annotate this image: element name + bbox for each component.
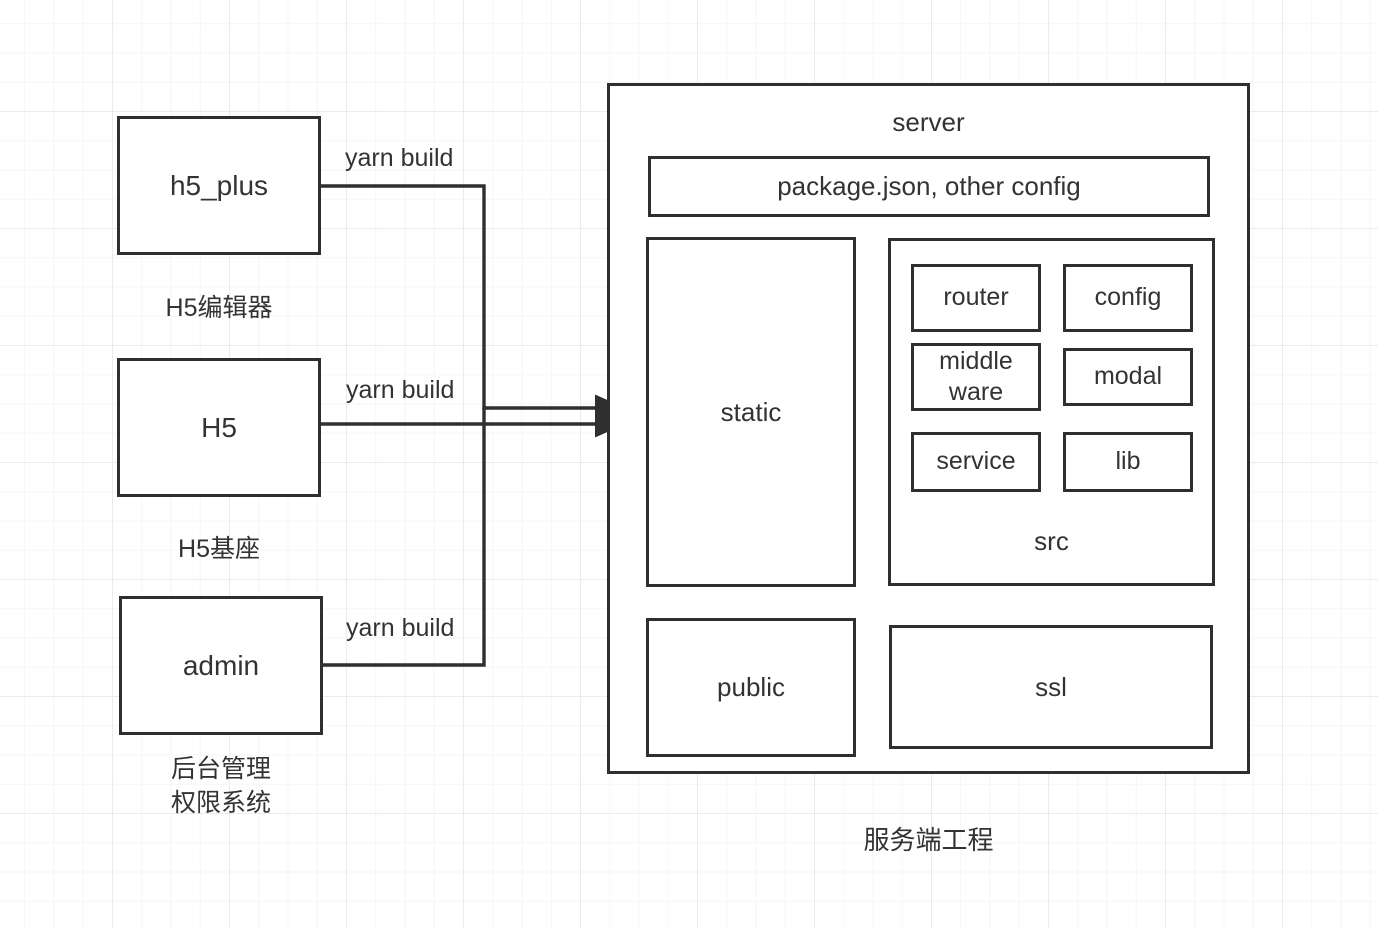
node-admin-label: admin	[182, 650, 260, 681]
src-child-config[interactable]: config	[1063, 264, 1193, 332]
src-child-middleware[interactable]: middle ware	[911, 343, 1041, 411]
caption-server: 服务端工程	[863, 825, 994, 855]
src-title: src	[1034, 525, 1069, 556]
src-child-router-label: router	[943, 283, 1009, 312]
edge-label-admin: yarn build	[346, 614, 455, 642]
package-config-box[interactable]: package.json, other config	[648, 156, 1210, 217]
node-h5[interactable]: H5	[117, 358, 321, 497]
node-admin[interactable]: admin	[119, 596, 323, 735]
edge-label-h5-plus: yarn build	[345, 144, 454, 172]
static-label: static	[720, 396, 782, 427]
ssl-box[interactable]: ssl	[889, 625, 1213, 749]
src-child-middleware-label: middle ware	[939, 346, 1013, 406]
src-child-config-label: config	[1094, 283, 1162, 312]
src-child-service[interactable]: service	[911, 432, 1041, 492]
caption-h5-plus: H5编辑器	[165, 294, 273, 322]
node-h5-label: H5	[201, 412, 237, 443]
src-child-modal-label: modal	[1093, 362, 1163, 391]
node-h5-plus-label: h5_plus	[169, 170, 269, 201]
node-h5-plus[interactable]: h5_plus	[117, 116, 321, 255]
package-config-label: package.json, other config	[777, 171, 1081, 202]
src-child-router[interactable]: router	[911, 264, 1041, 332]
ssl-label: ssl	[1035, 671, 1067, 702]
src-child-lib-label: lib	[1115, 447, 1141, 476]
caption-admin: 后台管理 权限系统	[170, 755, 271, 817]
public-box[interactable]: public	[646, 618, 856, 757]
edge-label-h5: yarn build	[346, 376, 455, 404]
caption-h5: H5基座	[178, 535, 260, 563]
src-child-service-label: service	[936, 447, 1016, 476]
server-title: server	[892, 107, 965, 137]
connector-h5plus-to-static	[320, 184, 626, 422]
src-child-modal[interactable]: modal	[1063, 348, 1193, 406]
src-child-lib[interactable]: lib	[1063, 432, 1193, 492]
public-label: public	[717, 672, 785, 703]
static-box[interactable]: static	[646, 237, 856, 587]
